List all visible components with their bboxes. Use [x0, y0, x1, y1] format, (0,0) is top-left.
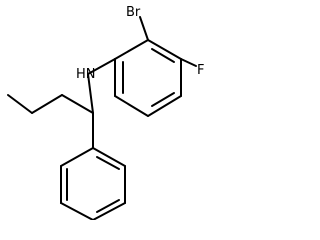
- bond-nh-to-ch: [87, 73, 94, 114]
- fluorine-label: F: [197, 63, 204, 78]
- bond-ch-to-chain-1: [61, 94, 94, 114]
- amine-label: HN: [76, 67, 96, 82]
- bond-phenyl-6: [60, 147, 94, 167]
- bond-ring-3: [147, 95, 182, 117]
- bond-bromine: [139, 16, 149, 41]
- molecule-diagram: Br F HN: [7, 5, 204, 220]
- bond-ring-inner-2: [151, 92, 175, 107]
- bromine-label: Br: [126, 5, 141, 20]
- bond-fluorine: [180, 58, 197, 67]
- bond-phenyl-inner-1: [96, 156, 120, 170]
- structure-canvas: Br F HN: [7, 5, 205, 220]
- bond-phenyl-3: [92, 202, 126, 220]
- aryl-ring: [114, 39, 182, 117]
- bond-ring-to-nh: [87, 58, 116, 75]
- bond-ring-inner-1: [151, 48, 175, 63]
- phenyl-ring: [60, 147, 126, 220]
- bond-ring-6: [114, 39, 149, 60]
- bond-ring-1: [147, 39, 182, 60]
- bond-phenyl-1: [92, 147, 126, 167]
- bond-ring-4: [114, 95, 149, 117]
- bond-phenyl-inner-2: [96, 199, 120, 213]
- bond-phenyl-4: [60, 202, 94, 220]
- bond-chain-2: [31, 94, 63, 114]
- bond-chain-3: [7, 94, 33, 114]
